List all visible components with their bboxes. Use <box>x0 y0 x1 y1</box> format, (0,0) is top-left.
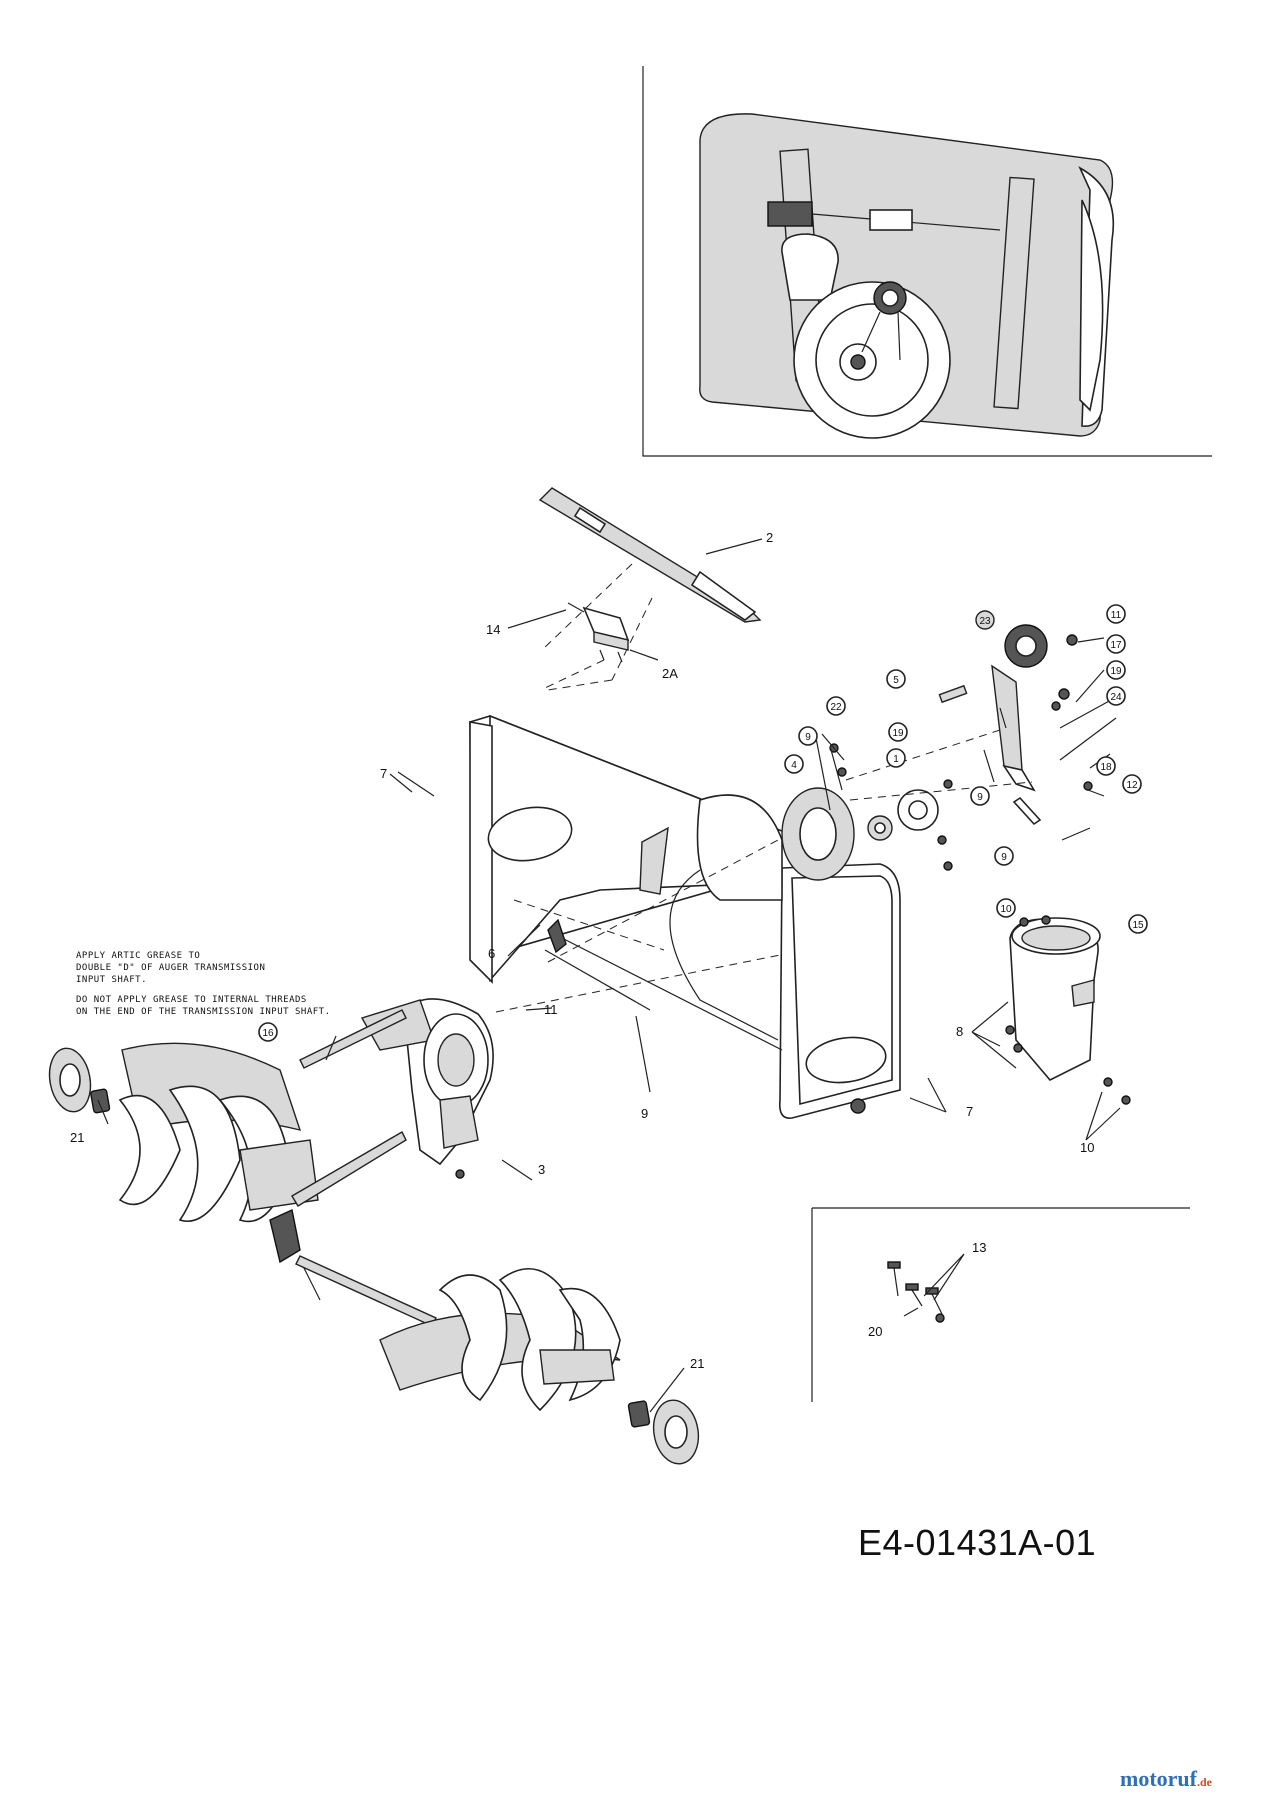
svg-text:24: 24 <box>1110 692 1122 703</box>
leader-lines <box>97 538 1123 1413</box>
note-line-2: DOUBLE "D" OF AUGER TRANSMISSION <box>76 963 265 973</box>
circled-callout-19-top: 19 <box>1106 660 1126 680</box>
circled-callout-1: 1 <box>886 748 906 768</box>
svg-text:23: 23 <box>979 616 991 627</box>
circled-callout-24: 24 <box>1106 686 1126 706</box>
svg-text:5: 5 <box>893 675 899 686</box>
svg-text:16: 16 <box>262 1028 274 1039</box>
circled-callout-9-mid: 9 <box>970 786 990 806</box>
callout-14: 14 <box>486 622 500 637</box>
callout-13: 13 <box>972 1240 986 1255</box>
callout-labels: 2 14 2A 7 6 11 9 7 3 21 21 8 10 13 20 <box>70 530 1094 1371</box>
callout-9: 9 <box>641 1106 648 1121</box>
circled-callout-5: 5 <box>886 669 906 689</box>
svg-text:12: 12 <box>1126 780 1138 791</box>
auger-gearbox <box>360 998 494 1179</box>
grease-note: APPLY ARTIC GREASE TO DOUBLE "D" OF AUGE… <box>76 951 331 1017</box>
svg-text:17: 17 <box>1110 640 1122 651</box>
circled-callout-12: 12 <box>1122 774 1142 794</box>
circled-callout-16: 16 <box>258 1022 278 1042</box>
bearing-block <box>544 602 630 689</box>
brand-main: motoruf <box>1120 1766 1197 1791</box>
svg-text:9: 9 <box>805 732 811 743</box>
svg-text:9: 9 <box>977 792 983 803</box>
svg-text:19: 19 <box>892 728 904 739</box>
document-code: E4-01431A-01 <box>858 1522 1097 1563</box>
note-line-3: INPUT SHAFT. <box>76 975 147 985</box>
svg-text:9: 9 <box>1001 852 1007 863</box>
callout-20: 20 <box>868 1324 882 1339</box>
note-line-5: ON THE END OF THE TRANSMISSION INPUT SHA… <box>76 1007 331 1017</box>
circled-callout-22: 22 <box>826 696 846 716</box>
circled-callout-18: 18 <box>1096 756 1116 776</box>
circled-callout-19-mid: 19 <box>888 722 908 742</box>
callout-2: 2 <box>766 530 773 545</box>
svg-text:11: 11 <box>1111 610 1122 621</box>
svg-text:18: 18 <box>1100 762 1112 773</box>
circled-callout-4: 4 <box>784 754 804 774</box>
svg-text:4: 4 <box>791 760 797 771</box>
circled-callout-11: 11 <box>1106 604 1126 624</box>
circled-callout-15: 15 <box>1128 914 1148 934</box>
circled-callout-9-top: 9 <box>798 726 818 746</box>
discharge-chute <box>1005 915 1131 1105</box>
auger-shaft <box>538 487 762 691</box>
circled-callout-23: 23 <box>975 610 995 630</box>
pulley-assembly <box>829 624 1093 871</box>
brand-logo: motoruf.de <box>1120 1766 1212 1792</box>
callout-2A: 2A <box>662 666 678 681</box>
svg-text:1: 1 <box>893 754 899 765</box>
input-shaft <box>291 1009 437 1327</box>
svg-text:10: 10 <box>1000 904 1012 915</box>
callout-7-bottom: 7 <box>966 1104 973 1119</box>
auger-right <box>379 1268 700 1465</box>
note-line-4: DO NOT APPLY GREASE TO INTERNAL THREADS <box>76 995 307 1005</box>
svg-text:15: 15 <box>1132 920 1144 931</box>
brand-tld: .de <box>1196 1775 1212 1789</box>
callout-6: 6 <box>488 946 495 961</box>
callout-7-top: 7 <box>380 766 387 781</box>
callout-8: 8 <box>956 1024 963 1039</box>
circled-callouts: 23 11 17 5 19 22 24 9 4 19 1 9 18 12 9 1… <box>258 604 1148 1042</box>
callout-3: 3 <box>538 1162 545 1177</box>
svg-text:19: 19 <box>1110 666 1122 677</box>
circled-callout-9-low: 9 <box>994 846 1014 866</box>
callout-10: 10 <box>1080 1140 1094 1155</box>
callout-11: 11 <box>544 1002 558 1017</box>
svg-text:22: 22 <box>830 702 842 713</box>
circled-callout-17: 17 <box>1106 634 1126 654</box>
auger-left <box>48 1042 321 1301</box>
inset-assembled-housing <box>642 66 1212 457</box>
inset-hardware <box>811 1207 1190 1402</box>
callout-21-right: 21 <box>690 1356 704 1371</box>
auger-housing <box>469 714 901 1119</box>
note-line-1: APPLY ARTIC GREASE TO <box>76 951 200 961</box>
circled-callout-10: 10 <box>996 898 1016 918</box>
callout-21-left: 21 <box>70 1130 84 1145</box>
